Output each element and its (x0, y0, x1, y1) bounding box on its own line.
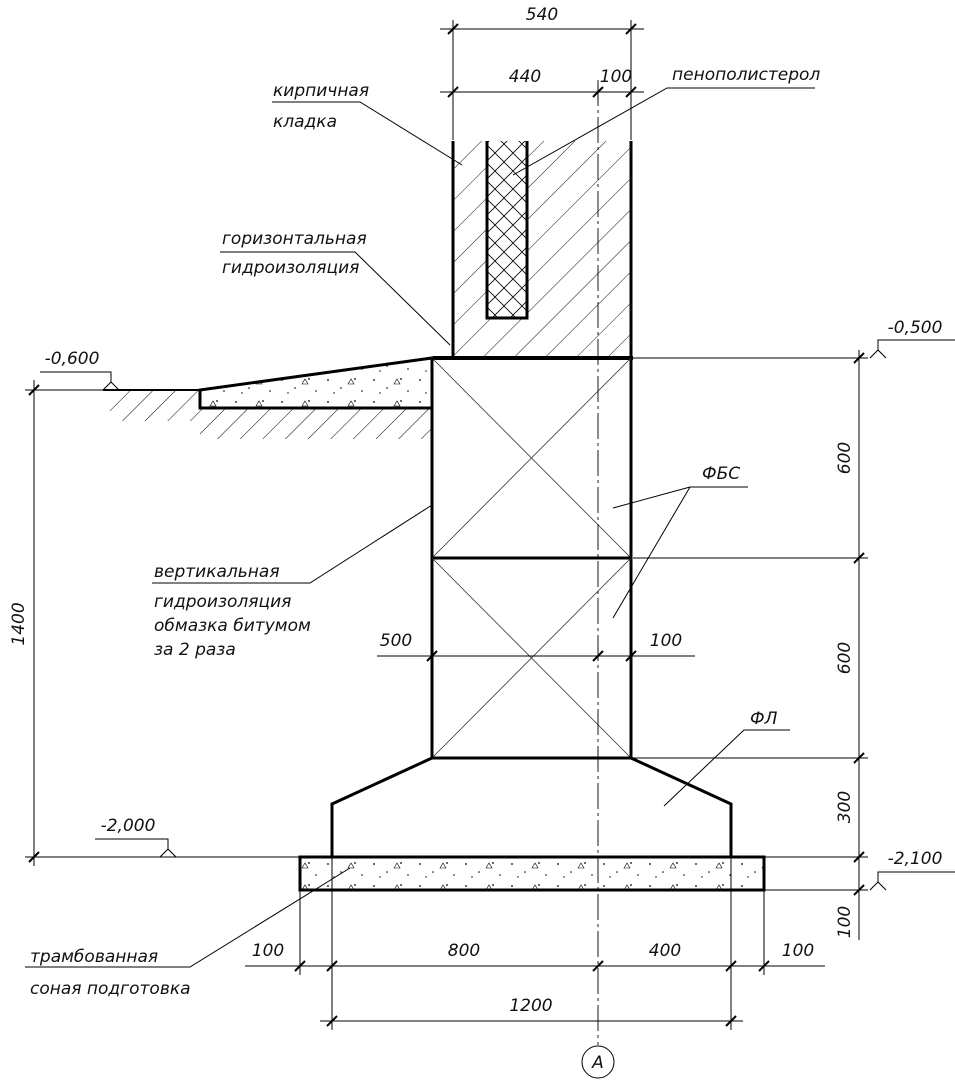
dim-h-total: 1400 (9, 602, 29, 645)
label-fbs: ФБС (702, 464, 740, 484)
dimension-right (633, 350, 868, 940)
level-top-label: -0,500 (888, 318, 943, 338)
level-mark-bottom (869, 871, 955, 891)
dimension-left (25, 380, 300, 866)
label-vwp-line3: обмазка битумом (154, 616, 311, 636)
label-insulation: пенополистерол (672, 65, 820, 85)
level-base-label: -2,000 (101, 816, 156, 836)
dim-h-fbs-upper: 600 (835, 442, 855, 474)
ground (103, 389, 432, 439)
label-vwp-line4: за 2 раза (154, 640, 236, 660)
level-bottom-label: -2,100 (888, 849, 943, 869)
dimension-fbs-width (377, 650, 695, 662)
dim-wall-offset: 100 (600, 67, 632, 87)
label-hwp-line1: горизонтальная (222, 229, 367, 249)
level-ground-label: -0,600 (45, 349, 100, 369)
dim-b-right-sand: 100 (782, 941, 814, 961)
fbs-blocks (430, 356, 633, 760)
dim-wall-brick: 440 (509, 67, 541, 87)
label-fl: ФЛ (750, 709, 778, 729)
level-mark-base (95, 838, 177, 858)
label-brick-line1: кирпичная (273, 81, 369, 101)
label-brick-line2: кладка (273, 112, 337, 132)
sand-bed (298, 855, 766, 892)
dim-wall-total: 540 (526, 5, 558, 25)
axis-marker (581, 1045, 615, 1079)
level-mark-top (869, 339, 955, 359)
dim-h-sand: 100 (835, 906, 855, 938)
axis-marker-label: А (591, 1053, 604, 1073)
blind-area (198, 356, 434, 410)
dim-b-left-sand: 100 (252, 941, 284, 961)
label-sand-line1: трамбованная (30, 947, 158, 967)
level-mark-ground (40, 371, 120, 391)
dimension-top (440, 20, 644, 140)
label-sand-line2: соная подготовка (30, 979, 191, 999)
dim-b-right: 400 (649, 941, 681, 961)
dim-fbs-left: 500 (380, 631, 412, 651)
label-vwp-line1: вертикальная (154, 562, 280, 582)
label-hwp-line2: гидроизоляция (222, 258, 359, 278)
dim-b-fl: 1200 (509, 996, 552, 1016)
leader-lines (25, 87, 815, 968)
dim-b-left: 800 (448, 941, 480, 961)
dim-fbs-right: 100 (650, 631, 682, 651)
dim-h-fl: 300 (835, 791, 855, 823)
dim-h-fbs-lower: 600 (835, 642, 855, 674)
brick-wall (451, 141, 633, 358)
fl-footing (330, 756, 733, 859)
dimension-bottom (245, 857, 825, 1030)
label-vwp-line2: гидроизоляция (154, 592, 291, 612)
